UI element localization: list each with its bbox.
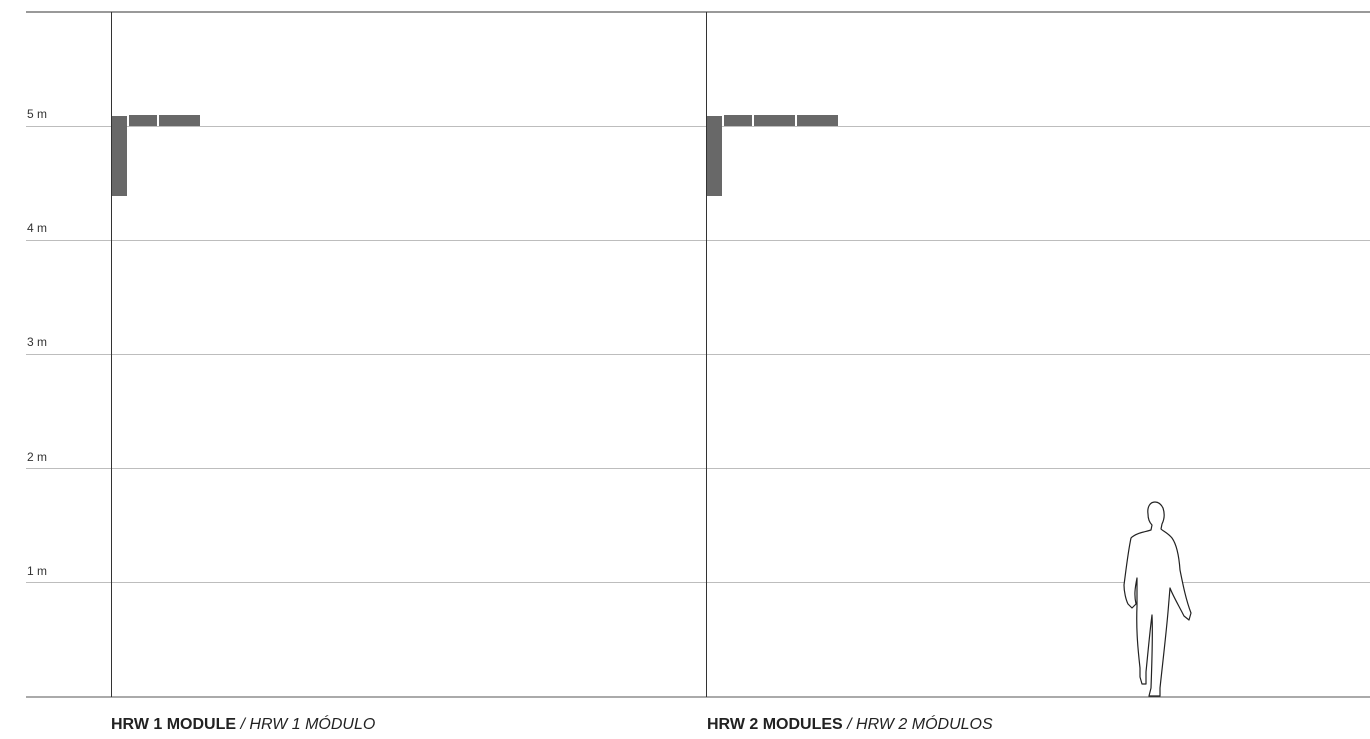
module-segment bbox=[797, 115, 838, 126]
caption-subtitle: / HRW 1 MÓDULO bbox=[236, 716, 376, 733]
caption-title: HRW 1 MODULE bbox=[111, 716, 237, 733]
module-segment bbox=[724, 115, 752, 126]
hrw-1-module-assembly bbox=[112, 115, 200, 196]
level-label-3m: 3 m bbox=[27, 335, 47, 349]
level-label-1m: 1 m bbox=[27, 564, 47, 578]
caption-hrw-1-module: HRW 1 MODULE / HRW 1 MÓDULO bbox=[111, 716, 375, 734]
height-grid bbox=[26, 126, 1370, 583]
caption-title: HRW 2 MODULES bbox=[707, 716, 843, 733]
caption-hrw-2-modules: HRW 2 MODULES / HRW 2 MÓDULOS bbox=[707, 716, 993, 734]
vertical-bracket bbox=[112, 116, 127, 196]
human-scale-figure bbox=[1123, 501, 1192, 697]
module-segment bbox=[129, 115, 157, 126]
caption-subtitle: / HRW 2 MÓDULOS bbox=[842, 716, 993, 733]
vertical-bracket bbox=[707, 116, 722, 196]
module-segment bbox=[754, 115, 795, 126]
level-label-5m: 5 m bbox=[27, 107, 47, 121]
level-label-2m: 2 m bbox=[27, 450, 47, 464]
module-segment bbox=[159, 115, 200, 126]
hrw-2-modules-assembly bbox=[707, 115, 838, 196]
level-label-4m: 4 m bbox=[27, 221, 47, 235]
